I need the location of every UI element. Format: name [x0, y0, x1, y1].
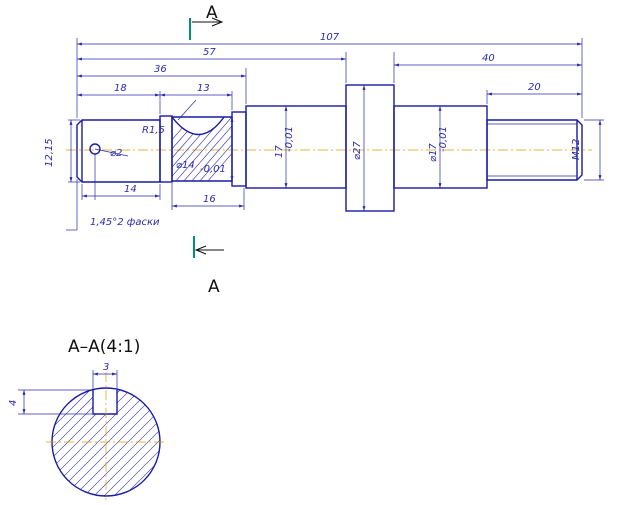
section-letter-top: A [206, 3, 218, 23]
dim-20: 20 [528, 82, 541, 93]
dia-14-tolerance: -0,01 [200, 164, 226, 175]
dim-36: 36 [154, 64, 167, 75]
key-depth-label: 4 [8, 400, 19, 406]
keyway-notch [92, 390, 118, 415]
dim-40: 40 [482, 53, 495, 64]
thread-label: M12 [571, 139, 582, 160]
dimension-lines [66, 42, 602, 231]
dia-27-label: ⌀27 [352, 141, 363, 160]
dim-14: 14 [124, 184, 137, 195]
radius-label: R1,5 [142, 125, 165, 136]
dia-17a-label: 17 [274, 145, 285, 158]
section-view: A–A(4:1) [8, 337, 166, 500]
dia-14-label: ⌀14 [176, 160, 195, 171]
dia-17b-label: ⌀17 [428, 143, 439, 162]
chamfer-label: 1,45°2 фаски [90, 217, 160, 228]
dia-left-label: 12,15 [44, 138, 55, 167]
section-letter-bottom: A [208, 277, 220, 297]
shaft-outline [76, 84, 583, 212]
section-cut-marks: A A [189, 3, 224, 297]
dia-2-label: ⌀2 [110, 148, 122, 159]
dia-17a-tolerance: -0,01 [284, 126, 295, 152]
dim-13: 13 [197, 83, 210, 94]
section-title: A–A(4:1) [68, 337, 140, 357]
dimension-texts: 107 57 40 36 18 13 20 14 16 R1,5 ⌀2 ⌀14 … [44, 32, 582, 228]
dia-17b-tolerance: -0,01 [438, 126, 449, 152]
dim-18: 18 [114, 83, 127, 94]
dim-16: 16 [203, 194, 216, 205]
key-width-label: 3 [103, 362, 109, 373]
dim-107: 107 [320, 32, 340, 43]
dim-57: 57 [203, 47, 216, 58]
